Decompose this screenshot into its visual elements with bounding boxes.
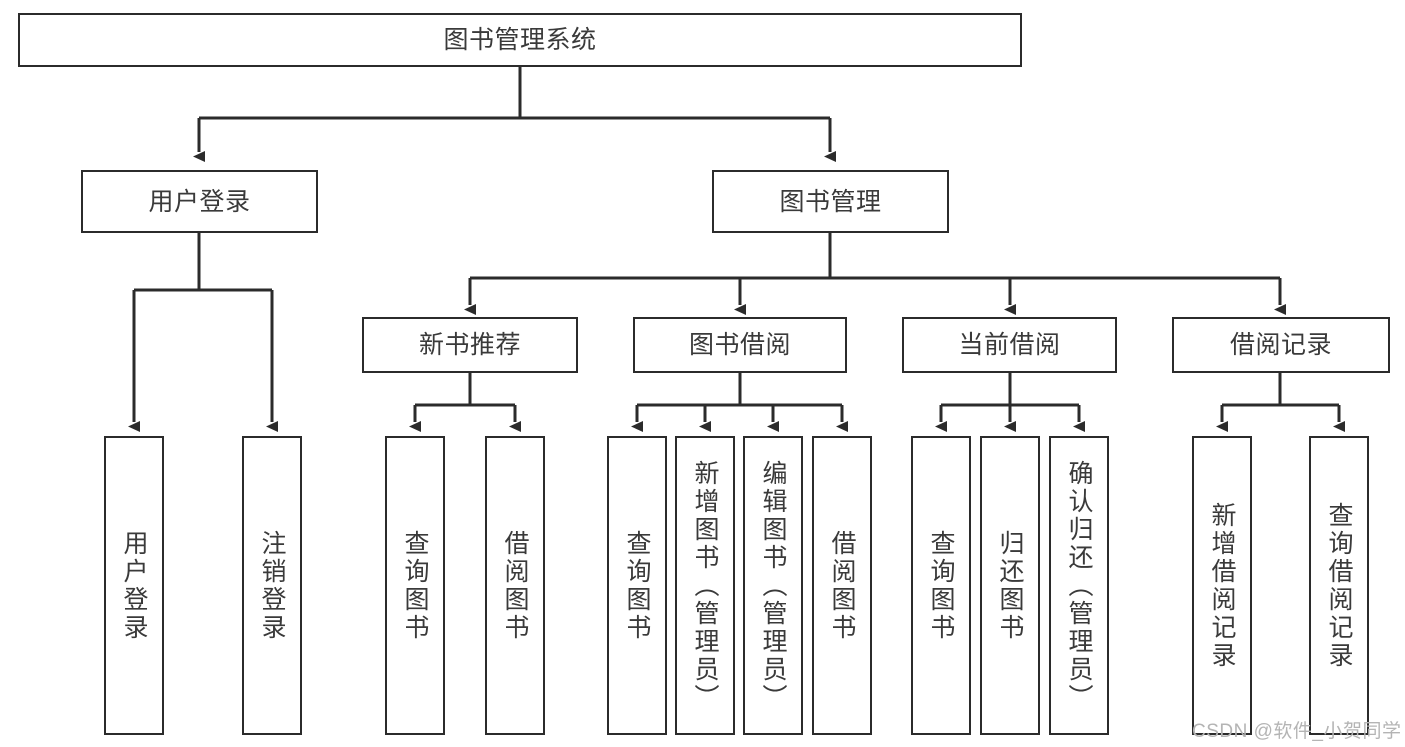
leaf-current-return-book[interactable]: 归还图书: [980, 436, 1040, 735]
node-current-borrow[interactable]: 当前借阅: [902, 317, 1117, 373]
node-label: 用户登录: [148, 187, 251, 216]
csdn-watermark: CSDN @软件_小贺同学: [1192, 721, 1402, 742]
leaf-borrow-borrow-book[interactable]: 借阅图书: [812, 436, 872, 735]
leaf-borrow-edit-book-admin[interactable]: 编辑图书（管理员）: [743, 436, 803, 735]
node-label: 注销登录: [258, 529, 286, 642]
leaf-user-login-signin[interactable]: 用户登录: [104, 436, 164, 735]
node-label: 编辑图书（管理员）: [759, 459, 787, 712]
leaf-current-query-book[interactable]: 查询图书: [911, 436, 971, 735]
node-label: 新增图书（管理员）: [691, 459, 719, 712]
node-label: 借阅记录: [1229, 331, 1332, 359]
node-borrow-records[interactable]: 借阅记录: [1172, 317, 1390, 373]
node-label: 图书管理系统: [443, 26, 597, 54]
node-book-management[interactable]: 图书管理: [712, 170, 949, 233]
node-new-book-recommend[interactable]: 新书推荐: [362, 317, 578, 373]
leaf-recommend-borrow-book[interactable]: 借阅图书: [485, 436, 545, 735]
node-label: 图书借阅: [688, 331, 791, 359]
leaf-current-confirm-return-admin[interactable]: 确认归还（管理员）: [1049, 436, 1109, 735]
leaf-borrow-query-book[interactable]: 查询图书: [607, 436, 667, 735]
node-label: 查询图书: [927, 529, 955, 642]
node-label: 图书管理: [779, 187, 882, 216]
node-label: 查询图书: [623, 529, 651, 642]
leaf-records-query-record[interactable]: 查询借阅记录: [1309, 436, 1369, 735]
node-label: 查询借阅记录: [1325, 501, 1353, 670]
node-user-login[interactable]: 用户登录: [81, 170, 318, 233]
node-label: 归还图书: [996, 529, 1024, 642]
leaf-records-add-record[interactable]: 新增借阅记录: [1192, 436, 1252, 735]
leaf-borrow-add-book-admin[interactable]: 新增图书（管理员）: [675, 436, 735, 735]
node-label: 新书推荐: [418, 331, 521, 359]
node-label: 借阅图书: [828, 529, 856, 642]
node-label: 确认归还（管理员）: [1065, 459, 1093, 712]
node-label: 用户登录: [120, 529, 148, 642]
node-label: 查询图书: [401, 529, 429, 642]
node-book-borrow[interactable]: 图书借阅: [633, 317, 847, 373]
node-root-system[interactable]: 图书管理系统: [18, 13, 1022, 67]
leaf-recommend-query-book[interactable]: 查询图书: [385, 436, 445, 735]
node-label: 借阅图书: [501, 529, 529, 642]
leaf-user-login-signout[interactable]: 注销登录: [242, 436, 302, 735]
node-label: 当前借阅: [958, 331, 1061, 359]
node-label: 新增借阅记录: [1208, 501, 1236, 670]
